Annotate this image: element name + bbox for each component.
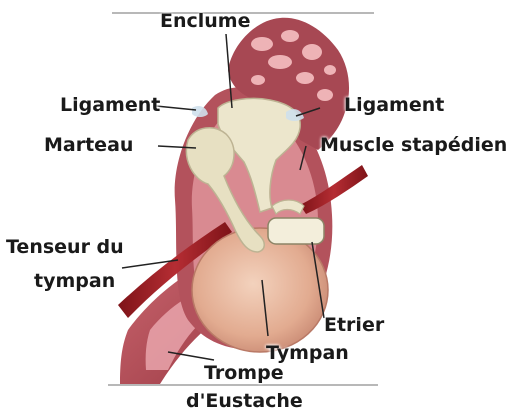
label-marteau: Marteau: [44, 136, 133, 155]
label-trompe: Trompe: [204, 364, 284, 383]
label-enclume: Enclume: [160, 12, 251, 31]
label-tenseur-du: Tenseur du: [6, 238, 124, 257]
label-ligament-left: Ligament: [60, 96, 160, 115]
label-tympan-tenseur: tympan: [34, 272, 115, 291]
label-muscle-stapedien: Muscle stapédien: [320, 136, 507, 155]
label-d-eustache: d'Eustache: [186, 392, 303, 411]
label-ligament-right: Ligament: [344, 96, 444, 115]
label-etrier: Etrier: [324, 316, 384, 335]
label-tympan: Tympan: [266, 344, 349, 363]
